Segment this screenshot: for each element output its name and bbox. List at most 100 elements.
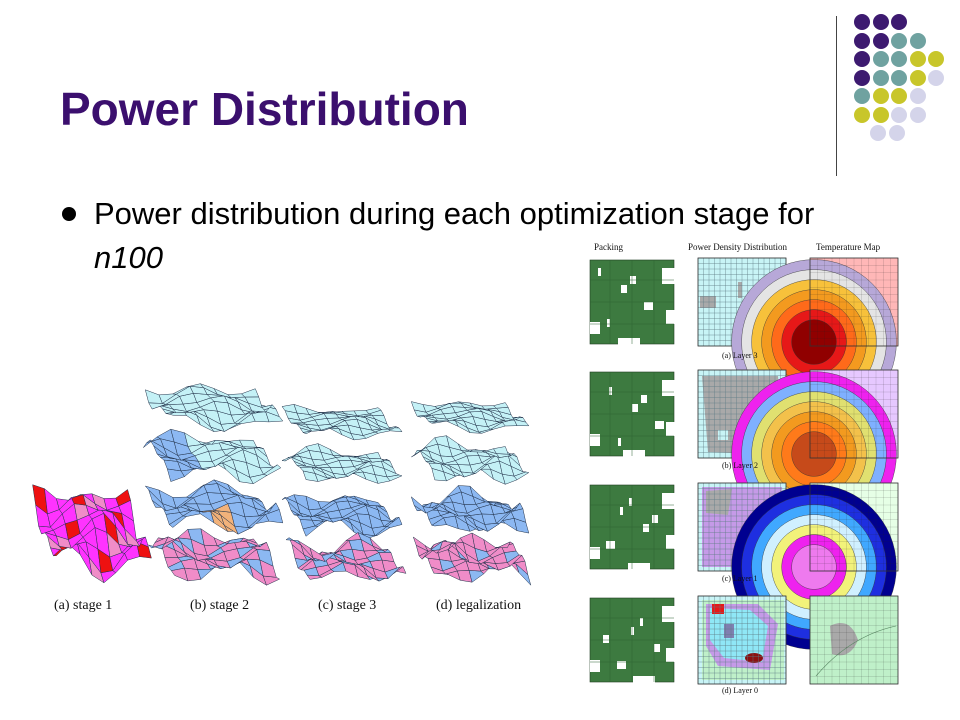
decorative-dot	[909, 106, 926, 123]
temperature-contour	[815, 625, 897, 677]
decorative-dot	[888, 125, 905, 141]
stage-2-layer-2	[143, 428, 282, 485]
packing-map	[589, 484, 678, 571]
caption-stage-2: (b) stage 2	[190, 598, 250, 613]
legalization-layer-0	[412, 532, 532, 586]
density-region	[724, 624, 734, 638]
decorative-dot	[891, 51, 907, 67]
stage-1-surface	[32, 484, 152, 584]
caption-layer-0: (d) Layer 0	[722, 686, 758, 695]
legalization-layer-1	[410, 485, 530, 534]
packing-gap	[603, 635, 609, 643]
header-temperature-map: Temperature Map	[816, 242, 881, 252]
density-region	[706, 489, 732, 515]
legalization-layer-3	[410, 401, 530, 434]
stage-2-layer-1	[144, 479, 284, 535]
decorative-dot	[854, 32, 870, 49]
packing-gap	[617, 661, 626, 669]
decorative-dot	[928, 69, 944, 86]
decorative-dot	[872, 32, 889, 49]
packing-gap	[628, 563, 650, 571]
packing-gap	[652, 515, 658, 523]
decorative-dot	[870, 125, 886, 141]
packing-gap	[620, 507, 623, 515]
packing-gap	[662, 268, 678, 284]
decorative-dot	[854, 69, 870, 86]
legalization-layer-2	[411, 435, 530, 485]
packing-gap	[632, 404, 638, 412]
packing-gap	[607, 319, 610, 327]
packing-gap	[606, 541, 615, 549]
packing-gap	[590, 660, 600, 672]
bullet-text-main: Power distribution during each optimizat…	[94, 196, 815, 231]
slide-title: Power Distribution	[60, 83, 469, 135]
caption-stage-3: (c) stage 3	[318, 598, 377, 613]
surface-patch	[369, 537, 386, 552]
header-packing: Packing	[594, 242, 623, 252]
decorative-dot	[872, 69, 889, 86]
packing-gap	[590, 434, 600, 446]
packing-gap	[654, 644, 660, 652]
packing-gap	[609, 387, 612, 395]
packing-gap	[666, 535, 678, 549]
bullet-text-italic: n100	[94, 240, 163, 275]
decorative-divider-line	[836, 16, 837, 176]
packing-gap	[641, 395, 647, 403]
surface-patch	[365, 499, 382, 507]
packing-gap	[618, 338, 640, 346]
stage-3-layer-0	[285, 532, 407, 582]
caption-layer-1: (c) Layer 1	[722, 574, 758, 583]
decorative-dot	[909, 69, 926, 86]
surface-patch	[493, 446, 509, 455]
grid-border	[809, 257, 899, 347]
caption-legalization: (d) legalization	[436, 598, 522, 613]
stage-3-layer-2	[281, 443, 403, 484]
packing-gap	[618, 438, 621, 446]
packing-gap	[633, 676, 655, 684]
surface-patch	[240, 494, 259, 500]
grid-border	[697, 595, 787, 685]
density-region	[710, 608, 768, 662]
packing-gap	[666, 648, 678, 662]
decorative-dot	[928, 51, 944, 67]
decorative-dot	[872, 51, 889, 67]
packing-gap	[598, 268, 601, 276]
surface-patch	[239, 439, 258, 448]
decorative-dot	[872, 14, 889, 30]
packing-gap	[590, 322, 600, 334]
packing-gap	[643, 524, 649, 532]
bullet-dot	[62, 207, 76, 221]
decorative-dot	[891, 106, 907, 123]
temperature-band	[791, 319, 837, 365]
packing-gap	[623, 450, 645, 458]
packing-gap	[666, 422, 678, 436]
surface-patch	[365, 452, 382, 460]
decorative-dot	[891, 88, 907, 104]
grid-border	[809, 369, 899, 459]
surface-patch	[115, 489, 131, 507]
density-region	[718, 430, 728, 440]
packing-gap	[631, 627, 634, 635]
packing-gap	[662, 493, 678, 509]
caption-layer-3: (a) Layer 3	[722, 351, 758, 360]
stage-2-layer-3	[144, 383, 284, 432]
caption-stage-1: (a) stage 1	[54, 598, 113, 613]
header-power-density: Power Density Distribution	[688, 242, 787, 252]
decorative-dot	[854, 14, 870, 30]
decorative-dot	[854, 106, 870, 123]
decorative-dot	[872, 88, 889, 104]
decorative-dot	[891, 14, 907, 30]
density-region	[738, 282, 742, 298]
grid-border	[809, 595, 899, 685]
packing-map	[589, 597, 678, 684]
packing-gap	[640, 618, 643, 626]
power-density-map	[697, 595, 787, 685]
packing-gap	[666, 310, 678, 324]
temperature-band	[791, 431, 837, 477]
stage-2-layer-0	[148, 528, 281, 586]
temperature-band	[791, 544, 837, 590]
surface-patch	[492, 402, 509, 409]
surface-patch	[241, 388, 260, 398]
decorative-dot	[891, 32, 907, 49]
